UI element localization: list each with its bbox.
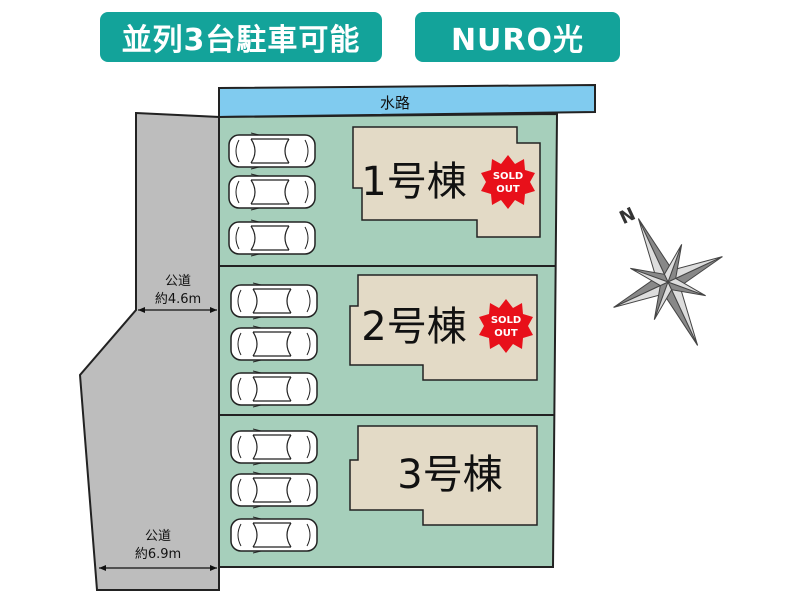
building-2-label: 2号棟 xyxy=(361,304,466,350)
building-3 xyxy=(349,425,538,526)
svg-text:OUT: OUT xyxy=(494,328,518,339)
building-1-label: 1号棟 xyxy=(361,159,466,205)
car-icon xyxy=(230,516,318,554)
waterway xyxy=(218,83,596,119)
car-icon xyxy=(228,132,316,170)
svg-text:公道: 公道 xyxy=(165,274,191,289)
car-icon xyxy=(230,325,318,363)
compass-icon xyxy=(613,218,723,346)
car-icon xyxy=(228,219,316,257)
road-width-upper: 公道 約4.6m xyxy=(138,274,217,313)
public-road xyxy=(78,111,220,591)
building-1 xyxy=(352,126,541,238)
svg-text:約4.6m: 約4.6m xyxy=(155,292,201,307)
compass-north-label: N xyxy=(616,204,639,229)
car-icon xyxy=(228,173,316,211)
building-3-label: 3号棟 xyxy=(397,452,502,498)
car-icon xyxy=(230,370,318,408)
svg-text:公道: 公道 xyxy=(145,529,171,544)
car-icon xyxy=(230,428,318,466)
sold-out-badge: SOLD OUT xyxy=(479,299,533,353)
waterway-label: 水路 xyxy=(380,94,410,112)
car-icon xyxy=(230,282,318,320)
sold-out-badge: SOLD OUT xyxy=(481,155,535,209)
road-width-lower: 公道 約6.9m xyxy=(99,529,217,571)
internet-badge: NURO光 xyxy=(415,12,620,62)
parking-badge: 並列3台駐車可能 xyxy=(100,12,382,62)
svg-text:SOLD: SOLD xyxy=(491,315,521,326)
svg-text:約6.9m: 約6.9m xyxy=(135,547,181,562)
svg-text:SOLD: SOLD xyxy=(493,171,523,182)
car-icon xyxy=(230,471,318,509)
building-2 xyxy=(349,274,538,381)
svg-text:OUT: OUT xyxy=(496,184,520,195)
